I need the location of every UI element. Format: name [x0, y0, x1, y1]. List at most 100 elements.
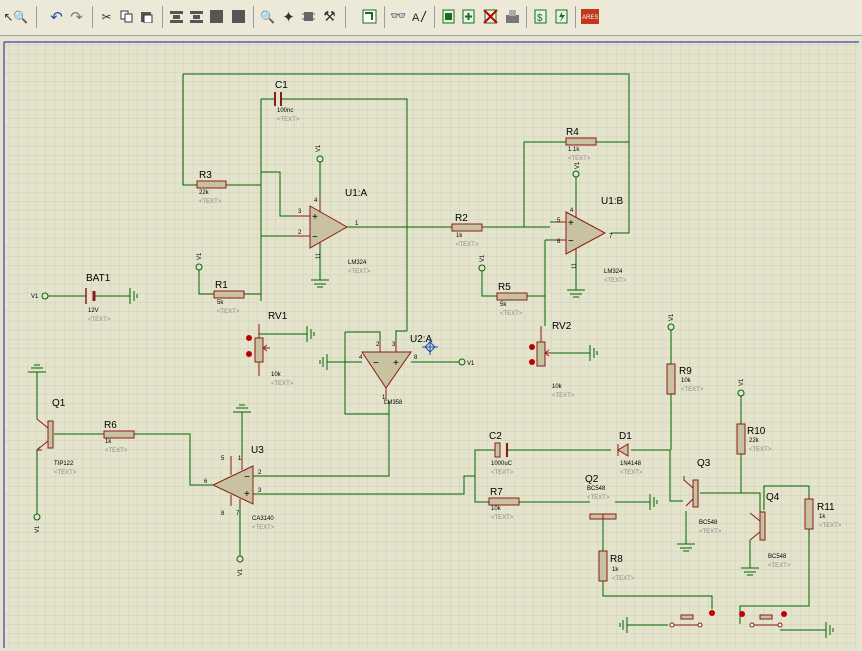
wire — [700, 492, 761, 512]
resistor-r5[interactable]: R5 5k <TEXT> — [496, 282, 528, 317]
wire — [183, 73, 630, 234]
capacitor-c1[interactable]: C1 100nc <TEXT> — [274, 80, 300, 123]
component-value: LM324 — [348, 260, 367, 266]
text-placeholder: <TEXT> — [681, 387, 704, 393]
component-value: 10k — [681, 378, 692, 384]
resistor-r10[interactable]: R10 22k <TEXT> — [736, 423, 772, 455]
bill-of-materials-icon[interactable]: $ — [532, 8, 549, 25]
component-value: 100nc — [277, 108, 293, 114]
opamp-u3[interactable]: − + 5 1 6 2 3 8 7 U3 CA3140 <TEXT> — [204, 445, 275, 531]
pin-number: 7 — [609, 234, 613, 240]
toolbar-separator — [162, 6, 163, 28]
opamp-u1a[interactable]: + − 3 2 1 4 11 U1:A LM324 <TEXT> — [293, 188, 371, 275]
ground-icon — [319, 354, 328, 370]
goto-sheet-icon[interactable] — [504, 8, 521, 25]
ares-netlist-icon[interactable]: ARES — [581, 8, 599, 25]
text-placeholder: <TEXT> — [500, 311, 523, 317]
net-label: V1 — [467, 361, 475, 367]
potentiometer-rv1[interactable]: RV1 10k <TEXT> — [246, 311, 294, 387]
resistor-r1[interactable]: R1 5k <TEXT> — [213, 280, 245, 315]
wire — [261, 171, 293, 217]
resistor-r11[interactable]: R11 1k <TEXT> — [804, 498, 842, 530]
component-ref: R1 — [215, 280, 228, 291]
make-device-icon[interactable]: ✦ — [282, 7, 295, 26]
add-sheet-icon[interactable] — [460, 8, 477, 25]
component-value: LM324 — [604, 269, 623, 275]
resistor-r3[interactable]: R3 22k <TEXT> — [196, 170, 227, 205]
comparator-u2a[interactable]: − + 2 3 4 8 1 U2:A LM358 — [359, 334, 433, 406]
component-ref: R3 — [199, 170, 212, 181]
pick-device-icon[interactable]: 🔍 — [260, 9, 275, 24]
pin-number: 6 — [204, 479, 208, 485]
wire — [481, 268, 497, 297]
copy-icon[interactable] — [118, 8, 135, 25]
paste-icon[interactable] — [138, 8, 155, 25]
transistor-q3[interactable]: Q3 BC548 <TEXT> — [683, 458, 722, 535]
block-rotate-icon[interactable] — [208, 8, 225, 25]
package-tool-icon[interactable] — [300, 8, 317, 25]
wire-autorouter-icon[interactable] — [361, 8, 378, 25]
block-copy-icon[interactable] — [168, 8, 185, 25]
decompose-icon[interactable]: ⚒ — [323, 8, 336, 25]
undo-icon[interactable]: ↶ — [50, 7, 63, 26]
pointer-icon[interactable]: ↖ — [3, 9, 14, 24]
resistor-r2[interactable]: R2 1k <TEXT> — [451, 213, 483, 248]
resistor-r7[interactable]: R7 10k <TEXT> — [488, 487, 520, 521]
property-assignment-icon[interactable]: A — [411, 8, 428, 25]
wire — [669, 450, 683, 502]
potentiometer-rv2[interactable]: RV2 10k <TEXT> — [529, 321, 575, 399]
transistor-q1[interactable]: Q1 TIP122 <TEXT> — [35, 398, 77, 476]
ground-icon — [129, 288, 138, 304]
component-ref: Q1 — [52, 398, 66, 409]
component-ref: R9 — [679, 366, 692, 377]
schematic-canvas[interactable]: V1 V1 V1 V1 V1 V1 V1 V1 V1 V1 C1 100nc <… — [0, 36, 862, 651]
pin-number: 1 — [355, 221, 359, 227]
pin-number: 1 — [238, 456, 242, 462]
wire — [602, 581, 713, 609]
component-ref: R8 — [610, 554, 623, 565]
resistor-r9[interactable]: R9 10k <TEXT> — [666, 363, 704, 395]
wire — [763, 485, 810, 510]
terminal-icon — [737, 389, 745, 397]
transistor-q2[interactable]: Q2 BC548 <TEXT> — [585, 474, 617, 520]
wire — [474, 476, 489, 503]
component-value: 1k — [819, 514, 826, 520]
electrical-rules-icon[interactable] — [553, 8, 570, 25]
component-value: 1000uC — [491, 461, 513, 467]
zoom-area-icon[interactable]: 🔍 — [13, 9, 28, 24]
wire — [134, 433, 213, 486]
resistor-r4[interactable]: R4 1.1k <TEXT> — [565, 127, 597, 162]
component-value: BC548 — [768, 554, 787, 560]
block-delete-icon[interactable] — [230, 8, 247, 25]
block-move-icon[interactable] — [188, 8, 205, 25]
component-ref: R4 — [566, 127, 579, 138]
cut-icon[interactable]: ✂ — [101, 9, 112, 24]
diode-d1[interactable]: D1 1N4148 <TEXT> — [617, 431, 643, 476]
component-ref: R7 — [490, 487, 503, 498]
resistor-r8[interactable]: R8 1k <TEXT> — [598, 550, 635, 582]
ground-icon — [306, 326, 315, 342]
search-tag-icon[interactable]: 👓 — [390, 9, 407, 24]
net-label: V1 — [238, 568, 244, 576]
svg-text:+: + — [312, 212, 318, 223]
component-value: 10k — [491, 506, 502, 512]
battery-bat1[interactable]: BAT1 12V <TEXT> — [85, 273, 111, 323]
redo-icon[interactable]: ↷ — [70, 7, 83, 26]
push-button-1[interactable] — [669, 610, 715, 628]
transistor-q4[interactable]: Q4 BC548 <TEXT> — [749, 492, 791, 569]
remove-sheet-icon[interactable] — [482, 8, 499, 25]
net-labels: V1 V1 V1 V1 V1 V1 V1 V1 V1 V1 — [31, 144, 745, 576]
ground-icon — [567, 289, 585, 298]
new-sheet-icon[interactable] — [440, 8, 457, 25]
terminal-icon — [41, 292, 49, 300]
wire — [345, 331, 381, 341]
capacitor-c2[interactable]: C2 1000uC <TEXT> — [489, 431, 514, 476]
terminal-icon — [316, 155, 324, 163]
pin-dot — [246, 335, 252, 341]
component-value: 22k — [199, 190, 210, 196]
svg-text:−: − — [312, 232, 318, 243]
push-button-2[interactable] — [739, 611, 787, 628]
schematic-drawing[interactable]: V1 V1 V1 V1 V1 V1 V1 V1 V1 V1 C1 100nc <… — [0, 36, 862, 651]
resistor-r6[interactable]: R6 1k <TEXT> — [103, 420, 135, 454]
opamp-u1b[interactable]: + − 5 6 7 4 11 U1:B LM324 <TEXT> — [556, 196, 627, 284]
